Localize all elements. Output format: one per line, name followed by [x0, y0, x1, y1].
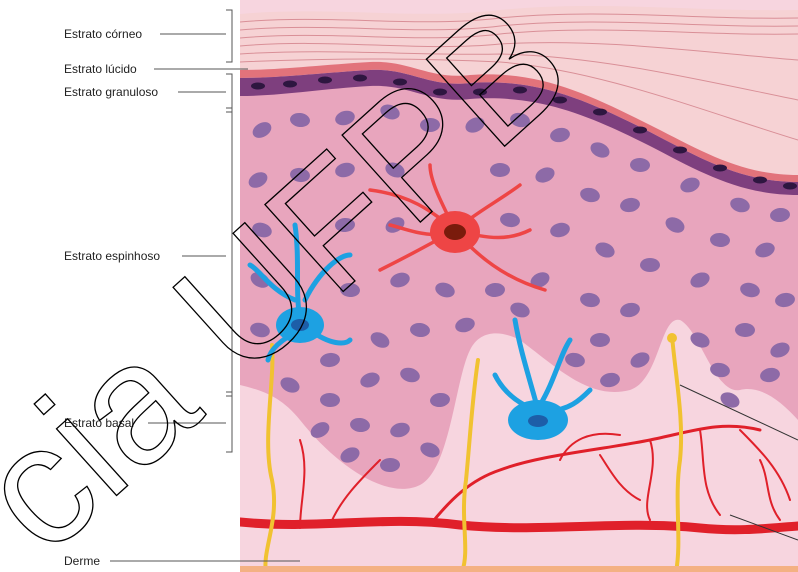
granular-cell-nucleus [283, 81, 297, 88]
granular-cell-nucleus [713, 165, 727, 172]
bottom-band [240, 566, 798, 572]
granular-cell-nucleus [753, 177, 767, 184]
nerve-ending [667, 333, 677, 343]
label-estrato-lucido: Estrato lúcido [64, 62, 137, 76]
cell-nucleus [640, 258, 660, 272]
granular-cell-nucleus [251, 83, 265, 90]
label-estrato-espinhoso: Estrato espinhoso [64, 249, 160, 263]
granular-cell-nucleus [318, 77, 332, 84]
granular-cell-nucleus [783, 183, 797, 190]
granular-cell-nucleus [633, 127, 647, 134]
label-estrato-granuloso: Estrato granuloso [64, 85, 158, 99]
label-estrato-corneo: Estrato córneo [64, 27, 142, 41]
granular-cell-nucleus [673, 147, 687, 154]
melanocyte-lower-nucleus [528, 415, 548, 427]
